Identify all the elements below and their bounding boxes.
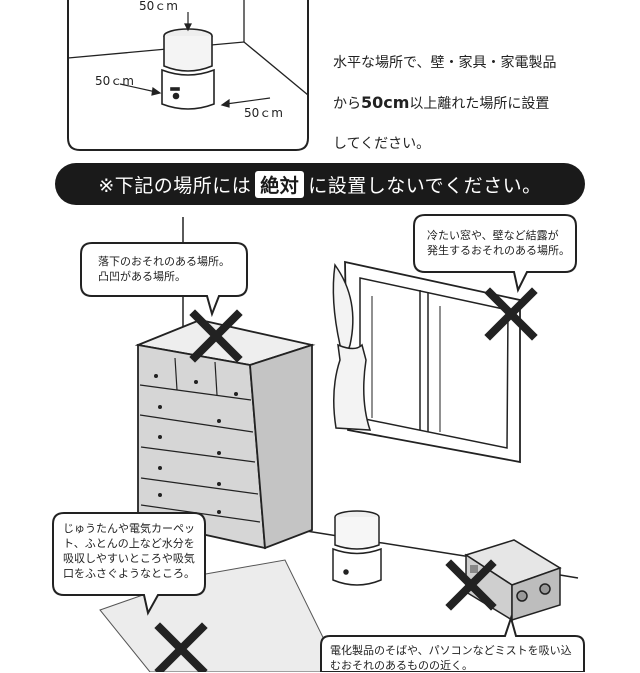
window — [344, 260, 521, 464]
banner-text-post: に設置しないでください。 — [308, 174, 542, 197]
callout-carpet: じゅうたんや電気カーペッ ト、ふとんの上など水分を 吸収しやすいところや吸気 口… — [63, 522, 195, 580]
room-diagram — [67, 0, 309, 151]
dimension-arrows — [119, 12, 271, 108]
warning-banner: ※下記の場所には 絶対 に設置しないでください。 — [55, 163, 585, 205]
curtain — [332, 263, 372, 431]
description-line-2: から50cm以上離れた場所に設置 — [333, 93, 550, 112]
banner-emphasis: 絶対 — [255, 170, 305, 198]
prohibited-icon — [154, 287, 538, 672]
dimension-left: 50ｃm — [95, 74, 134, 88]
callout-bubbles — [52, 214, 585, 672]
banner-text-pre: ※下記の場所には — [98, 174, 252, 197]
carpet — [99, 559, 341, 672]
callout-dresser: 落下のおそれのある場所。 凸凹がある場所。 — [98, 255, 230, 283]
dimension-right: 50ｃm — [244, 106, 283, 120]
callout-window: 冷たい窓や、壁など結露が 発生するおそれのある場所。 — [427, 229, 570, 257]
description-line-1: 水平な場所で、壁・家具・家電製品 — [333, 55, 557, 71]
placement-description: 水平な場所で、壁・家具・家電製品 から50cm以上離れた場所に設置 してください… — [333, 33, 556, 174]
dimension-top: 50ｃm — [139, 0, 178, 13]
description-line-3: してください。 — [333, 136, 431, 152]
humidifier-small-icon — [332, 510, 382, 586]
stereo — [464, 539, 562, 622]
distance-emphasis: 50cm — [361, 93, 410, 112]
callout-electronics: 電化製品のそばや、パソコンなどミストを吸い込 むおそれのあるものの近く。 — [330, 644, 572, 672]
humidifier-icon — [161, 28, 215, 110]
